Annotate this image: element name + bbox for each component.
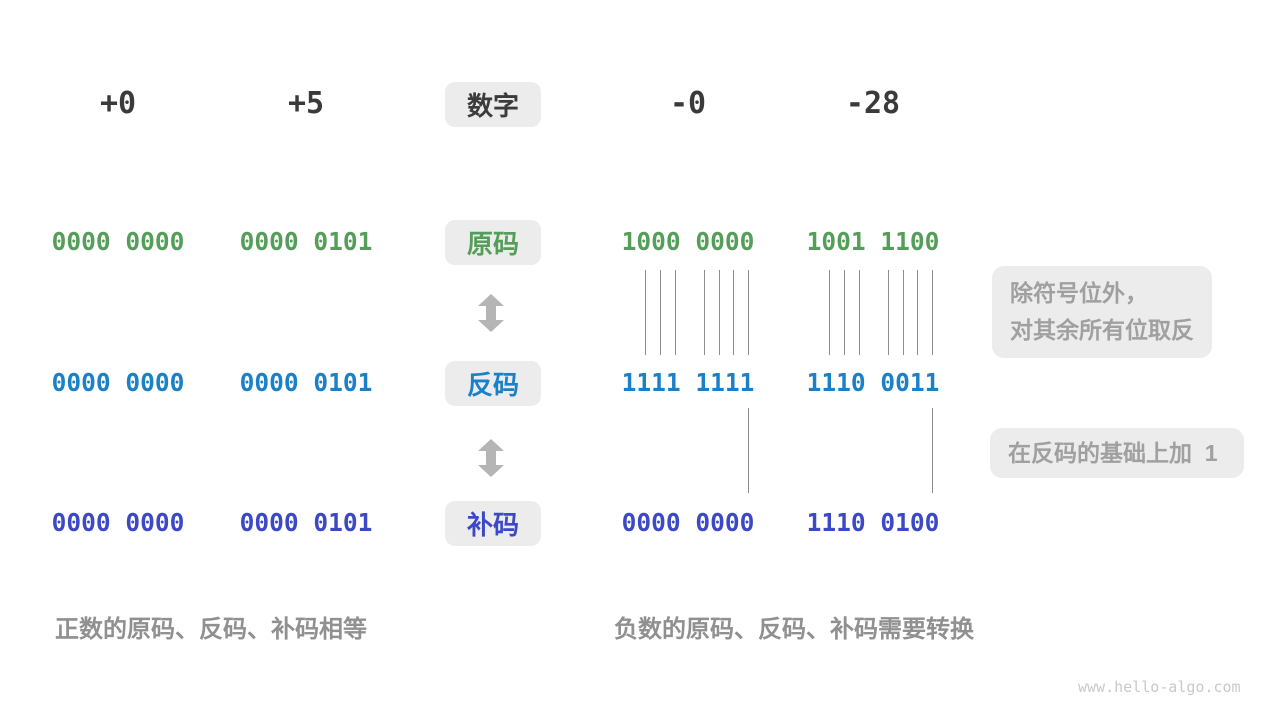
number-plus-5: +5 bbox=[287, 86, 325, 121]
bit-flip-line bbox=[829, 270, 830, 355]
ones-complement-minus-28: 1110 0011 bbox=[806, 368, 940, 397]
number-minus-0: -0 bbox=[669, 86, 707, 121]
note-flip-line-1: 除符号位外， bbox=[1010, 280, 1148, 306]
tag-twos-complement: 补码 bbox=[445, 501, 541, 546]
bit-flip-line bbox=[859, 270, 860, 355]
caption-negative-numbers: 负数的原码、反码、补码需要转换 bbox=[614, 616, 974, 643]
twos-complement-plus-0: 0000 0000 bbox=[51, 508, 185, 537]
add-one-line bbox=[748, 408, 749, 493]
sign-magnitude-plus-5: 0000 0101 bbox=[239, 227, 373, 256]
bit-flip-line bbox=[888, 270, 889, 355]
twos-complement-minus-0: 0000 0000 bbox=[621, 508, 755, 537]
bit-flip-line bbox=[932, 270, 933, 355]
sign-magnitude-minus-0: 1000 0000 bbox=[621, 227, 755, 256]
sign-magnitude-plus-0: 0000 0000 bbox=[51, 227, 185, 256]
tag-ones-complement: 反码 bbox=[445, 361, 541, 406]
tag-sign-magnitude: 原码 bbox=[445, 220, 541, 265]
double-arrow-icon bbox=[478, 439, 504, 477]
bit-flip-line bbox=[719, 270, 720, 355]
bit-flip-line bbox=[748, 270, 749, 355]
tag-number: 数字 bbox=[445, 82, 541, 127]
bit-flip-line bbox=[844, 270, 845, 355]
bit-flip-line bbox=[704, 270, 705, 355]
note-add-one: 在反码的基础上加 1 bbox=[990, 428, 1244, 478]
ones-complement-plus-5: 0000 0101 bbox=[239, 368, 373, 397]
twos-complement-minus-28: 1110 0100 bbox=[806, 508, 940, 537]
caption-positive-numbers: 正数的原码、反码、补码相等 bbox=[55, 616, 367, 643]
add-one-line bbox=[932, 408, 933, 493]
number-minus-28: -28 bbox=[845, 86, 901, 121]
watermark-url: www.hello-algo.com bbox=[1078, 678, 1241, 696]
note-flip-line-2: 对其余所有位取反 bbox=[1010, 317, 1194, 343]
bit-flip-line bbox=[645, 270, 646, 355]
bit-flip-line bbox=[733, 270, 734, 355]
twos-complement-plus-5: 0000 0101 bbox=[239, 508, 373, 537]
sign-magnitude-minus-28: 1001 1100 bbox=[806, 227, 940, 256]
number-plus-0: +0 bbox=[99, 86, 137, 121]
ones-complement-plus-0: 0000 0000 bbox=[51, 368, 185, 397]
note-flip-bits: 除符号位外， 对其余所有位取反 bbox=[992, 266, 1212, 358]
bit-flip-line bbox=[903, 270, 904, 355]
bit-flip-line bbox=[917, 270, 918, 355]
ones-complement-minus-0: 1111 1111 bbox=[621, 368, 755, 397]
bit-flip-line bbox=[675, 270, 676, 355]
note-add-one-text: 在反码的基础上加 1 bbox=[1008, 439, 1218, 466]
double-arrow-icon bbox=[478, 294, 504, 332]
bit-flip-line bbox=[660, 270, 661, 355]
